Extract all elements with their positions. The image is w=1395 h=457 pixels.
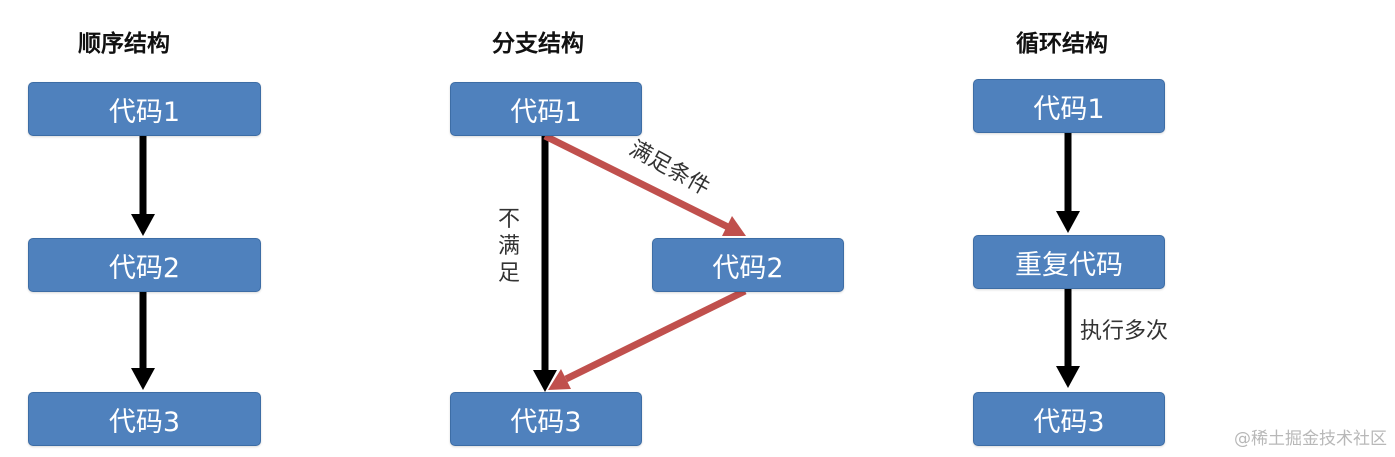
loop-arrowhead-1-repeat xyxy=(1056,211,1080,233)
branch-node-3: 代码3 xyxy=(450,392,642,446)
branch-arrow-satisfied xyxy=(543,132,730,231)
branch-node-2: 代码2 xyxy=(652,238,844,292)
watermark: @稀土掘金技术社区 xyxy=(1234,429,1387,449)
branch-title: 分支结构 xyxy=(492,31,584,57)
sequence-arrowhead-2-3 xyxy=(131,368,155,390)
loop-node-repeat: 重复代码 xyxy=(973,235,1165,289)
sequence-title: 顺序结构 xyxy=(78,31,170,57)
loop-node-1: 代码1 xyxy=(973,79,1165,133)
sequence-node-3: 代码3 xyxy=(28,392,261,446)
sequence-node-1: 代码1 xyxy=(28,82,261,136)
sequence-arrows xyxy=(131,134,155,390)
loop-node-3: 代码3 xyxy=(973,392,1165,446)
sequence-arrowhead-1-2 xyxy=(131,214,155,236)
branch-node-1: 代码1 xyxy=(450,82,642,136)
sequence-node-2: 代码2 xyxy=(28,238,261,292)
branch-label-not-satisfied: 不满足 xyxy=(497,207,520,286)
branch-arrowhead-merge xyxy=(548,369,571,390)
loop-title: 循环结构 xyxy=(1016,31,1108,57)
loop-arrowhead-repeat-3 xyxy=(1056,366,1080,388)
loop-label-repeat: 执行多次 xyxy=(1080,319,1169,344)
branch-arrowhead-not-satisfied xyxy=(533,370,557,392)
branch-arrows xyxy=(533,132,747,392)
branch-arrowhead-satisfied xyxy=(722,216,746,236)
branch-arrow-merge xyxy=(564,287,747,383)
loop-arrows xyxy=(1056,131,1080,388)
